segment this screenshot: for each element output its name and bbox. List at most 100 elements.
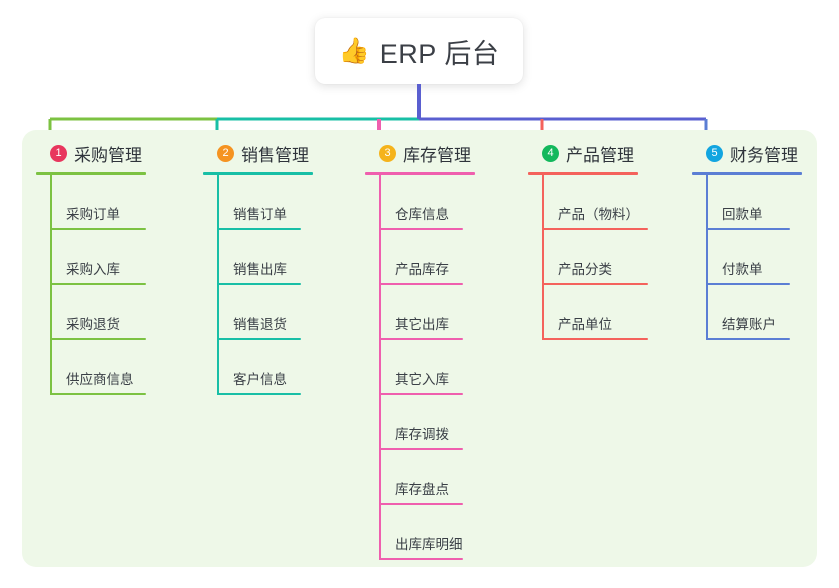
leaf-item-label: 付款单 <box>722 262 763 277</box>
leaf-item[interactable]: 产品单位 <box>528 285 648 340</box>
leaf-item[interactable]: 库存盘点 <box>365 450 475 505</box>
column-badge-5: 5 <box>706 144 723 162</box>
column-5: 5 财务管理回款单付款单结算账户 <box>692 140 802 340</box>
column-spine-4 <box>542 175 544 340</box>
diagram-panel <box>22 130 817 567</box>
leaf-item-label: 产品（物料） <box>558 207 639 222</box>
leaf-item-underline <box>706 228 790 230</box>
leaf-list-4: 产品（物料） 产品分类产品单位 <box>528 175 648 340</box>
leaf-item[interactable]: 销售出库 <box>203 230 313 285</box>
column-title-2: 销售管理 <box>241 145 309 165</box>
column-header-1[interactable]: 1 采购管理 <box>36 140 146 166</box>
leaf-item[interactable]: 供应商信息 <box>36 340 146 395</box>
leaf-item[interactable]: 库存调拨 <box>365 395 475 450</box>
leaf-item[interactable]: 结算账户 <box>692 285 802 340</box>
leaf-item[interactable]: 仓库信息 <box>365 175 475 230</box>
leaf-item-underline <box>379 393 463 395</box>
thumbs-up-icon: 👍 <box>338 36 370 65</box>
leaf-item[interactable]: 销售退货 <box>203 285 313 340</box>
leaf-item-label: 产品库存 <box>395 262 449 277</box>
leaf-item-underline <box>379 228 463 230</box>
leaf-item-label: 其它入库 <box>395 372 449 387</box>
leaf-item-label: 出库库明细 <box>395 537 463 552</box>
column-title-3: 库存管理 <box>403 145 471 165</box>
leaf-item[interactable]: 付款单 <box>692 230 802 285</box>
leaf-item-label: 结算账户 <box>722 317 776 332</box>
leaf-item-label: 销售订单 <box>233 207 287 222</box>
leaf-item-label: 采购订单 <box>66 207 120 222</box>
column-header-2[interactable]: 2 销售管理 <box>203 140 313 166</box>
column-spine-2 <box>217 175 219 395</box>
leaf-item-label: 库存盘点 <box>395 482 449 497</box>
leaf-item-label: 其它出库 <box>395 317 449 332</box>
column-spine-3 <box>379 175 381 560</box>
column-header-5[interactable]: 5 财务管理 <box>692 140 802 166</box>
leaf-item[interactable]: 采购入库 <box>36 230 146 285</box>
column-4: 4 产品管理产品（物料） 产品分类产品单位 <box>528 140 648 340</box>
column-header-3[interactable]: 3 库存管理 <box>365 140 475 166</box>
column-badge-2: 2 <box>217 144 234 162</box>
leaf-item[interactable]: 其它入库 <box>365 340 475 395</box>
leaf-item-underline <box>217 283 301 285</box>
leaf-item[interactable]: 产品库存 <box>365 230 475 285</box>
leaf-item-underline <box>50 228 146 230</box>
column-underline-5 <box>692 172 802 175</box>
leaf-item-underline <box>379 503 463 505</box>
leaf-item[interactable]: 回款单 <box>692 175 802 230</box>
leaf-item[interactable]: 销售订单 <box>203 175 313 230</box>
leaf-item-underline <box>542 283 648 285</box>
leaf-item-underline <box>542 228 648 230</box>
leaf-item-underline <box>217 228 301 230</box>
leaf-item-label: 产品分类 <box>558 262 612 277</box>
leaf-list-5: 回款单付款单结算账户 <box>692 175 802 340</box>
column-badge-3: 3 <box>379 144 396 162</box>
leaf-item-label: 采购退货 <box>66 317 120 332</box>
column-spine-1 <box>50 175 52 395</box>
leaf-item-underline <box>542 338 648 340</box>
column-spine-5 <box>706 175 708 340</box>
leaf-item-underline <box>379 338 463 340</box>
leaf-item-label: 采购入库 <box>66 262 120 277</box>
leaf-item[interactable]: 产品（物料） <box>528 175 648 230</box>
leaf-item-label: 供应商信息 <box>66 372 134 387</box>
leaf-item-underline <box>379 283 463 285</box>
leaf-item[interactable]: 采购退货 <box>36 285 146 340</box>
leaf-item-label: 回款单 <box>722 207 763 222</box>
leaf-item-underline <box>706 283 790 285</box>
leaf-item-label: 仓库信息 <box>395 207 449 222</box>
column-underline-2 <box>203 172 313 175</box>
leaf-item[interactable]: 客户信息 <box>203 340 313 395</box>
leaf-item-underline <box>50 283 146 285</box>
leaf-item-underline <box>217 393 301 395</box>
leaf-item[interactable]: 产品分类 <box>528 230 648 285</box>
column-3: 3 库存管理仓库信息产品库存其它出库其它入库库存调拨库存盘点出库库明细 <box>365 140 475 560</box>
column-2: 2 销售管理销售订单销售出库销售退货客户信息 <box>203 140 313 395</box>
column-header-4[interactable]: 4 产品管理 <box>528 140 638 166</box>
leaf-item[interactable]: 出库库明细 <box>365 505 475 560</box>
column-badge-4: 4 <box>542 144 559 162</box>
leaf-list-1: 采购订单采购入库采购退货供应商信息 <box>36 175 146 395</box>
column-badge-1: 1 <box>50 144 67 162</box>
leaf-item-underline <box>379 448 463 450</box>
column-title-5: 财务管理 <box>730 145 798 165</box>
column-title-1: 采购管理 <box>74 145 142 165</box>
leaf-item[interactable]: 其它出库 <box>365 285 475 340</box>
root-node-card[interactable]: 👍 ERP 后台 <box>315 18 523 84</box>
column-title-4: 产品管理 <box>566 145 634 165</box>
leaf-list-2: 销售订单销售出库销售退货客户信息 <box>203 175 313 395</box>
leaf-item-underline <box>50 393 146 395</box>
leaf-item-label: 库存调拨 <box>395 427 449 442</box>
column-1: 1 采购管理采购订单采购入库采购退货供应商信息 <box>36 140 146 395</box>
leaf-item[interactable]: 采购订单 <box>36 175 146 230</box>
column-underline-3 <box>365 172 475 175</box>
column-underline-1 <box>36 172 146 175</box>
leaf-item-label: 销售出库 <box>233 262 287 277</box>
root-node-title: ERP 后台 <box>379 38 500 69</box>
leaf-item-underline <box>217 338 301 340</box>
leaf-item-label: 客户信息 <box>233 372 287 387</box>
leaf-item-label: 销售退货 <box>233 317 287 332</box>
column-underline-4 <box>528 172 638 175</box>
leaf-item-underline <box>706 338 790 340</box>
leaf-item-label: 产品单位 <box>558 317 612 332</box>
leaf-item-underline <box>50 338 146 340</box>
